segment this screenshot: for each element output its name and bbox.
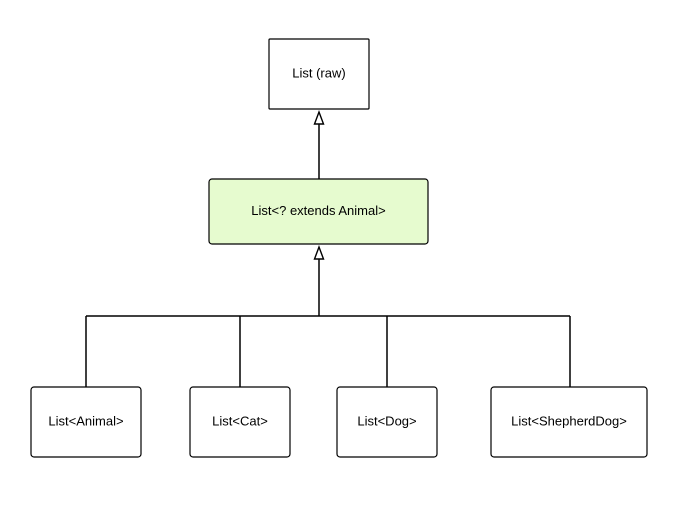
node-list-cat-box — [189, 386, 291, 458]
node-list-wildcard: List<? extends Animal> — [208, 178, 429, 245]
node-list-wildcard-box — [208, 178, 429, 245]
node-list-raw-box — [268, 38, 370, 110]
node-list-shepherddog-box — [490, 386, 648, 458]
node-list-animal: List<Animal> — [30, 386, 142, 458]
node-list-raw-label: List (raw) — [292, 65, 345, 80]
node-list-dog-box — [336, 386, 438, 458]
node-list-raw: List (raw) — [268, 38, 370, 110]
node-list-animal-box — [30, 386, 142, 458]
node-list-animal-label: List<Animal> — [48, 413, 123, 428]
node-list-wildcard-label: List<? extends Animal> — [251, 203, 385, 218]
inheritance-arrowhead-raw — [313, 110, 325, 125]
node-list-shepherddog: List<ShepherdDog> — [490, 386, 648, 458]
node-list-cat-label: List<Cat> — [212, 413, 268, 428]
inheritance-arrowhead-wildcard — [313, 245, 325, 260]
node-list-dog-label: List<Dog> — [357, 413, 416, 428]
node-list-cat: List<Cat> — [189, 386, 291, 458]
node-list-dog: List<Dog> — [336, 386, 438, 458]
node-list-shepherddog-label: List<ShepherdDog> — [511, 413, 627, 428]
